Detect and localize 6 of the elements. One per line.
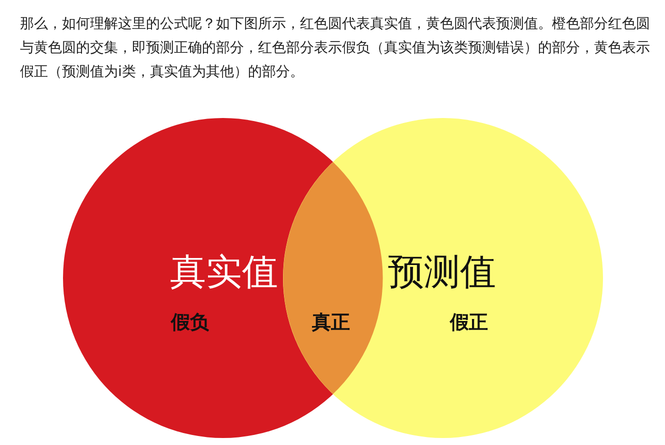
region-label: 真正 xyxy=(312,312,350,334)
set-label: 真实值 xyxy=(170,253,278,293)
description-paragraph: 那么，如何理解这里的公式呢？如下图所示，红色圆代表真实值，黄色圆代表预测值。橙色部分红色圆与黄色圆的交集，即预测正确的部分，红色部分表示假负（真实值为该类预测错误）的部分，黄色表示假正（预测值为i类，真实值为其他）的部分。 xyxy=(20,15,651,82)
set-label: 预测值 xyxy=(388,253,496,293)
region-label: 假正 xyxy=(450,312,488,334)
region-label: 假负 xyxy=(171,312,209,334)
